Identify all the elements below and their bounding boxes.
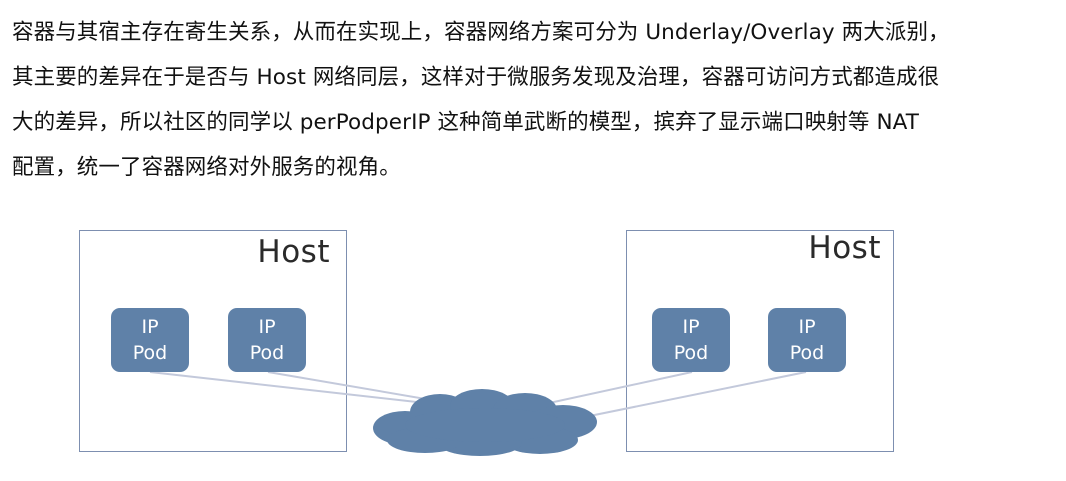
host-label-right: Host (808, 230, 881, 266)
pod-left-2-line1: IP (258, 316, 276, 338)
paragraph-line-3: 大的差异，所以社区的同学以 perPodperIP 这种简单武断的模型，摈弃了显… (12, 110, 919, 135)
pod-right-1-line1: IP (682, 316, 700, 338)
host-box-right: Host (626, 230, 894, 452)
pod-right-1: IP Pod (652, 308, 730, 372)
pod-right-2: IP Pod (768, 308, 846, 372)
pod-right-1-line2: Pod (673, 342, 709, 364)
pod-right-2-line1: IP (798, 316, 816, 338)
paragraph-line-2: 其主要的差异在于是否与 Host 网络同层，这样对于微服务发现及治理，容器可访问… (12, 65, 940, 90)
pod-left-1-line1: IP (141, 316, 159, 338)
cloud-icon (373, 389, 597, 456)
link-line-4 (559, 371, 807, 423)
pod-right-2-line2: Pod (789, 342, 825, 364)
paragraph-line-1: 容器与其宿主存在寄生关系，从而在实现上，容器网络方案可分为 Underlay/O… (12, 20, 950, 45)
host-label-left: Host (257, 234, 330, 270)
description-paragraph: 容器与其宿主存在寄生关系，从而在实现上，容器网络方案可分为 Underlay/O… (12, 10, 1058, 190)
pod-left-1-line2: Pod (132, 342, 168, 364)
link-line-3 (539, 371, 693, 406)
pod-left-2: IP Pod (228, 308, 306, 372)
paragraph-line-4: 配置，统一了容器网络对外服务的视角。 (12, 155, 401, 180)
pod-left-1: IP Pod (111, 308, 189, 372)
pod-left-2-line2: Pod (249, 342, 285, 364)
